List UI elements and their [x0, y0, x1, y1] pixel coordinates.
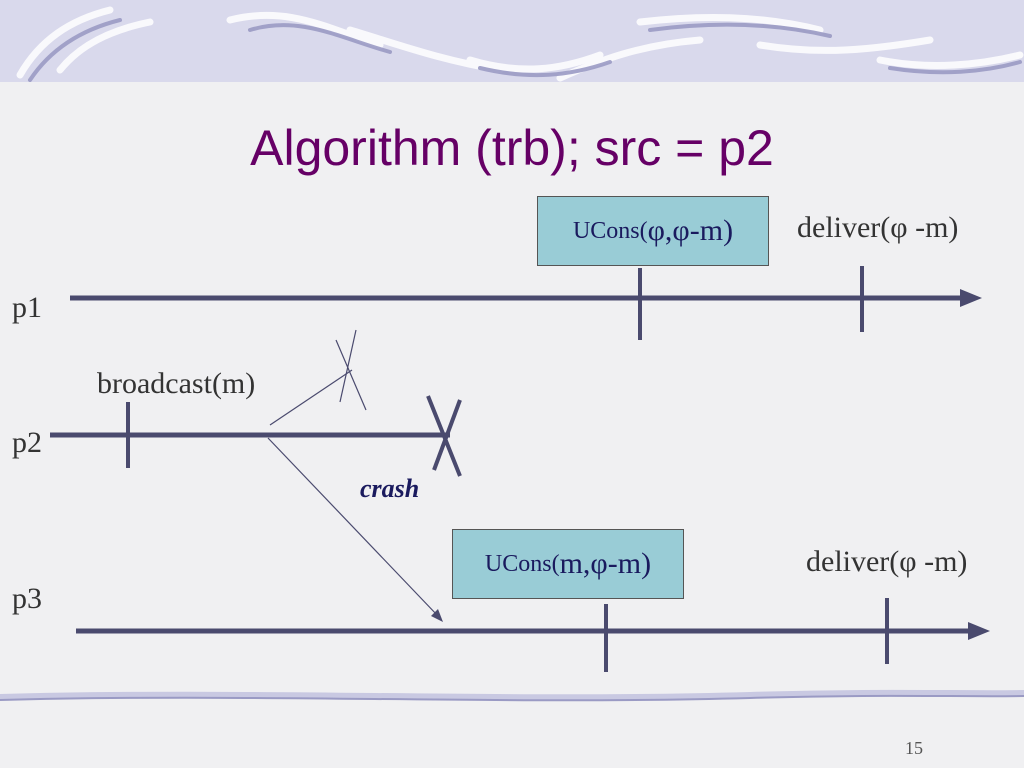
p3-deliver-label: deliver(φ -m): [806, 545, 968, 578]
p2-crash-cross-b: [432, 399, 462, 471]
message-to-p3: [267, 437, 439, 617]
process-label-p1: p1: [12, 291, 42, 324]
page-number: 15: [905, 738, 923, 758]
p1-ucons-prefix: UCons(: [572, 217, 648, 244]
p3-timeline-arrowhead: [968, 622, 990, 640]
p1-ucons-args: φ,φ-m): [647, 214, 734, 247]
p2-crash-cross-a: [426, 395, 462, 477]
p1-ucons-box: UCons(φ,φ-m): [537, 196, 769, 266]
process-label-p3: p3: [12, 582, 42, 615]
p2-crash-label: crash: [360, 474, 420, 503]
lost-message-cross-b: [339, 329, 357, 403]
p1-deliver-label: deliver(φ -m): [797, 211, 959, 244]
p1-timeline-arrowhead: [960, 289, 982, 307]
p3-ucons-args: m,φ-m): [559, 547, 652, 580]
decorative-banner: [0, 0, 1024, 82]
p2-broadcast-label: broadcast(m): [97, 367, 256, 400]
slide-title: Algorithm (trb); src = p2: [250, 120, 774, 176]
p3-ucons-prefix: UCons(: [484, 550, 560, 577]
process-label-p2: p2: [12, 426, 42, 459]
banner-swirls-decoration: [16, 6, 1024, 82]
message-to-p1-lost: [269, 369, 353, 426]
lost-message-cross-a: [335, 339, 367, 411]
message-to-p3-arrowhead: [431, 609, 443, 622]
p3-ucons-box: UCons(m,φ-m): [452, 529, 684, 599]
